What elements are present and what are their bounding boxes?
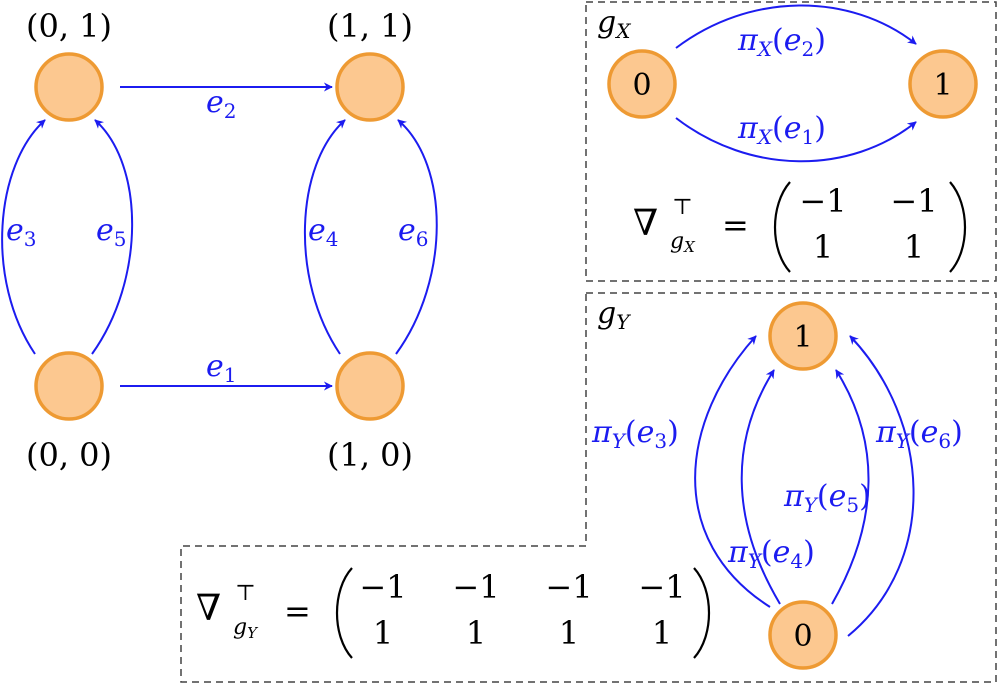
edge-label-e2: e2 — [206, 85, 237, 123]
gy-edge-e3 — [694, 335, 771, 608]
gx-matrix-right-paren — [949, 181, 966, 273]
edge-e4 — [303, 119, 346, 355]
edge-label-e4: e4 — [308, 213, 339, 251]
gx-panel-box — [585, 1, 997, 282]
gy-node-1-label: 1 — [793, 320, 812, 355]
gx-edge-top — [675, 4, 917, 49]
gx-edge-label-top: πX(e2) — [737, 23, 826, 61]
gy-edge-label-e6: πY(e6) — [875, 415, 963, 453]
edge-label-e6: e6 — [398, 213, 429, 251]
gy-matrix-cell: 1 — [652, 614, 672, 652]
gx-matrix: ∇ ⊤ gX = −1 −1 1 1 — [633, 181, 966, 273]
edge-e6 — [395, 119, 438, 355]
gx-edge-bottom — [675, 117, 917, 163]
gy-matrix-cell: 1 — [559, 614, 579, 652]
node-0-0 — [34, 351, 104, 421]
gy-node-1 — [768, 301, 838, 371]
nabla-symbol: ∇ — [633, 203, 658, 244]
transpose-symbol: ⊤ — [672, 195, 693, 220]
coord-label-1-0: (1, 0) — [327, 436, 413, 474]
gy-panel-title: gY — [597, 296, 631, 334]
gy-node-0 — [768, 600, 838, 670]
edge-label-e5: e5 — [96, 213, 127, 251]
gy-edge-label-e3: πY(e3) — [591, 415, 679, 453]
transpose-symbol: ⊤ — [235, 581, 256, 606]
gy-matrix-cell: 1 — [466, 614, 486, 652]
gx-node-1-label: 1 — [933, 68, 952, 103]
node-1-0 — [335, 351, 405, 421]
gy-edge-e4 — [740, 369, 781, 605]
coord-label-0-0: (0, 0) — [26, 436, 112, 474]
gy-matrix-right-paren — [693, 567, 710, 659]
equals-sign: = — [722, 206, 749, 244]
edge-e3 — [1, 119, 46, 355]
node-1-1 — [335, 52, 405, 122]
gx-matrix-cell: 1 — [813, 228, 833, 266]
edge-label-e3: e3 — [6, 213, 37, 251]
coord-label-1-1: (1, 1) — [327, 7, 413, 45]
gx-matrix-subscript: gX — [670, 229, 696, 256]
gy-matrix-cell: −1 — [638, 568, 685, 606]
gy-matrix-cell: −1 — [545, 568, 592, 606]
gy-edge-e5 — [831, 369, 870, 605]
gy-matrix-cell: −1 — [359, 568, 406, 606]
gy-edge-label-e5: πY(e5) — [783, 479, 871, 517]
equals-sign: = — [284, 592, 311, 630]
gy-edge-label-e4: πY(e4) — [727, 535, 815, 573]
gy-matrix-cell: −1 — [452, 568, 499, 606]
edge-e5 — [91, 119, 134, 355]
gy-matrix-subscript: gY — [233, 615, 259, 642]
gx-matrix-cell: −1 — [799, 182, 846, 220]
gx-node-0-label: 0 — [632, 68, 651, 103]
gx-matrix-cell: −1 — [890, 182, 937, 220]
gy-matrix-left-paren — [336, 567, 353, 659]
node-0-1 — [34, 52, 104, 122]
gy-matrix: ∇ ⊤ gY = −1 −1 −1 −1 1 1 1 1 — [196, 567, 710, 659]
edge-label-e1: e1 — [206, 349, 237, 387]
coord-label-0-1: (0, 1) — [26, 7, 112, 45]
nabla-symbol: ∇ — [196, 588, 221, 629]
gx-edge-label-bottom: πX(e1) — [737, 111, 826, 149]
left-graph-edges — [1, 82, 438, 391]
gx-panel-title: gX — [597, 5, 631, 43]
gx-matrix-cell: 1 — [904, 228, 924, 266]
gx-node-0 — [607, 49, 677, 119]
gy-node-0-label: 0 — [793, 619, 812, 654]
gy-matrix-cell: 1 — [373, 614, 393, 652]
gy-panel-box — [180, 292, 997, 683]
gx-matrix-left-paren — [774, 181, 791, 273]
gy-edge-e6 — [847, 335, 915, 637]
gx-node-1 — [908, 49, 978, 119]
